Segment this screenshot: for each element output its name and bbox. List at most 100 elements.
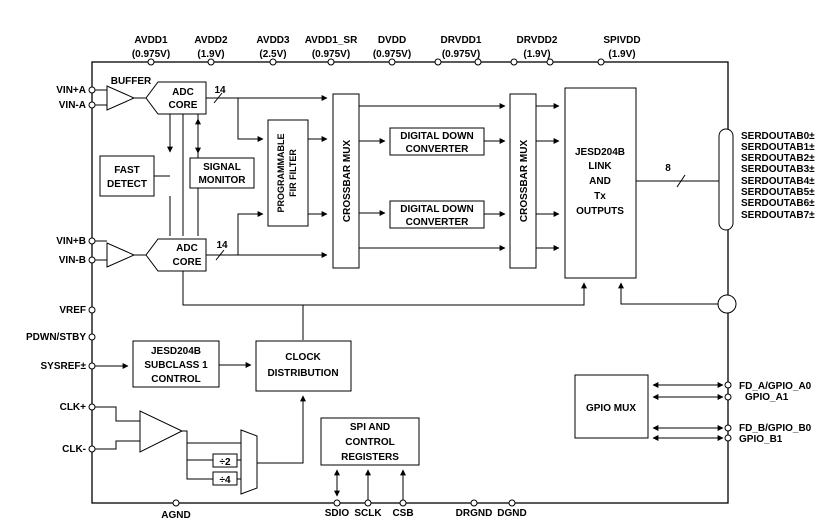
block-label: DETECT [107, 179, 147, 190]
buffer-a [106, 85, 136, 111]
power-pin-voltage: (0.975V) [373, 49, 411, 60]
serdes-outputs: SERDOUTAB0± SERDOUTAB1± SERDOUTAB2± SERD… [741, 131, 815, 221]
pin-label: VIN-B [59, 255, 86, 266]
power-pin-name: AVDD1 [134, 35, 168, 46]
fast-detect-block: FAST DETECT [99, 155, 155, 197]
pin-label: DGND [497, 508, 526, 519]
signal-monitor-block: SIGNAL MONITOR [189, 157, 255, 189]
power-pin: SPIVDD (1.9V) [597, 35, 641, 66]
block-label: MONITOR [198, 175, 246, 186]
block-label: ÷2 [219, 457, 230, 468]
divider-2: ÷2 [212, 453, 238, 468]
bus-width-label: 14 [216, 240, 228, 251]
block-label: DIGITAL DOWN [400, 204, 474, 215]
power-pin-name: DRVDD1 [441, 35, 482, 46]
pin-label: PDWN/STBY [26, 332, 86, 343]
adc-core-b: ADC CORE [145, 238, 207, 272]
serdes-output-bundle [718, 128, 734, 231]
block-label: CROSSBAR MUX [342, 140, 353, 223]
jesd-subclass-control-block: JESD204B SUBCLASS 1 CONTROL [132, 340, 220, 388]
power-pin-name: DRVDD2 [517, 35, 558, 46]
power-pin-name: SPIVDD [603, 35, 640, 46]
block-label: CROSSBAR MUX [519, 140, 530, 223]
block-label: CONVERTER [406, 217, 470, 228]
gpio-mux-block: GPIO MUX [574, 374, 649, 439]
gpio-pin-label: FD_B/GPIO_B0 [739, 423, 812, 434]
power-pin: DRVDD2 (1.9V) [510, 35, 558, 66]
block-label: DIGITAL DOWN [400, 131, 474, 142]
power-pin-name: DVDD [378, 35, 406, 46]
pin-label: DRGND [456, 508, 493, 519]
block-label: SIGNAL [203, 162, 241, 173]
block-label: CLOCK [285, 352, 321, 363]
serdes-label: SERDOUTAB0± [741, 131, 815, 142]
pin-label: VIN+B [56, 236, 86, 247]
block-label: OUTPUTS [576, 206, 624, 217]
pin-label: SYSREF± [41, 361, 87, 372]
power-pin-voltage: (0.975V) [132, 49, 170, 60]
block-label: CORE [169, 100, 198, 111]
serdes-label: SERDOUTAB6± [741, 198, 815, 209]
fir-filter-block: PROGRAMMABLE FIR FILTER [267, 119, 309, 227]
pin-label: CLK+ [60, 402, 87, 413]
serdes-label: SERDOUTAB3± [741, 164, 815, 175]
block-label: SPI AND [350, 422, 390, 433]
serdes-label: SERDOUTAB4± [741, 176, 815, 187]
block-label: PROGRAMMABLE [276, 134, 286, 213]
power-pin: AVDD2 (1.9V) [194, 35, 228, 66]
pin-label: VREF [59, 305, 86, 316]
crossbar-mux-2: CROSSBAR MUX [509, 93, 537, 269]
power-pin-voltage: (0.975V) [442, 49, 480, 60]
power-pin: AVDD1_SR (0.975V) [305, 35, 358, 66]
block-label: FAST [114, 165, 140, 176]
power-pin-name: AVDD1_SR [305, 35, 358, 46]
block-label: CONVERTER [406, 144, 470, 155]
spi-registers-block: SPI AND CONTROL REGISTERS [320, 417, 420, 466]
block-label: JESD204B [575, 147, 625, 158]
power-pin: DRVDD1 (0.975V) [434, 35, 482, 66]
pin-label: CLK- [62, 444, 86, 455]
buffer-b [106, 242, 136, 268]
divider-4: ÷4 [212, 471, 238, 486]
block-label: REGISTERS [341, 452, 399, 463]
gpio-pins: FD_A/GPIO_A0 GPIO_A1 FD_B/GPIO_B0 GPIO_B… [739, 381, 812, 445]
pin-label: VIN-A [59, 100, 86, 111]
clock-distribution-block: CLOCK DISTRIBUTION [255, 340, 352, 392]
clock-select-mux [240, 429, 258, 495]
block-label: CORE [173, 257, 202, 268]
block-label: CONTROL [345, 437, 394, 448]
power-pin-voltage: (1.9V) [523, 49, 550, 60]
pin-label: AGND [161, 510, 190, 521]
serdes-label: SERDOUTAB2± [741, 153, 815, 164]
power-pin: AVDD1 (0.975V) [132, 35, 170, 66]
power-pin-voltage: (0.975V) [312, 49, 350, 60]
block-label: FIR FILTER [288, 149, 298, 197]
power-pin: DVDD (0.975V) [373, 35, 411, 66]
bus-width-label: 14 [214, 85, 226, 96]
lane-count-label: 8 [665, 163, 671, 174]
power-pin-voltage: (1.9V) [197, 49, 224, 60]
serdes-label: SERDOUTAB7± [741, 210, 815, 221]
pin-label: VIN+A [56, 85, 86, 96]
block-label: JESD204B [151, 346, 201, 357]
block-label: LINK [588, 161, 612, 172]
block-label: CONTROL [151, 374, 200, 385]
block-label: AND [589, 176, 611, 187]
block-label: ADC [172, 87, 194, 98]
bottom-pins: AGND SDIO SCLK CSB DRGND DGND [161, 499, 527, 521]
buffer-label: BUFFER [111, 76, 152, 87]
gpio-pin-label: GPIO_B1 [739, 434, 783, 445]
serdes-label: SERDOUTAB1± [741, 142, 815, 153]
adc-core-a: ADC CORE [145, 81, 207, 115]
pin-label: CSB [392, 508, 413, 519]
left-pins: VIN+A VIN-A VIN+B VIN-B VREF PDWN/STBY S… [26, 85, 96, 455]
block-label: ADC [176, 243, 198, 254]
block-label: GPIO MUX [586, 403, 636, 414]
ddc-2: DIGITAL DOWN CONVERTER [389, 200, 485, 229]
serdes-label: SERDOUTAB5± [741, 187, 815, 198]
block-label: ÷4 [219, 475, 230, 486]
pin-label: SDIO [325, 508, 350, 519]
power-pin-voltage: (2.5V) [259, 49, 286, 60]
gpio-pin-label: FD_A/GPIO_A0 [739, 381, 812, 392]
